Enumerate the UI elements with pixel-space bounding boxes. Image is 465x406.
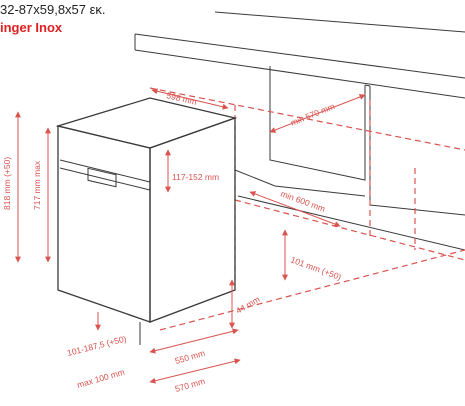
label-max-depth: max 100 mm (76, 367, 126, 390)
adjacent-cabinet (234, 66, 465, 251)
niche-outline (149, 87, 465, 331)
label-plinth-offset: 101 mm (+50) (289, 254, 343, 282)
label-body-height: 717 mm max (32, 160, 42, 210)
label-niche-width: min 600 mm (279, 188, 326, 213)
label-panel-height: 117-152 mm (172, 172, 219, 182)
countertop (134, 11, 465, 99)
label-width-top: 598 mm (166, 90, 198, 107)
dishwasher (55, 97, 238, 345)
label-depth-570: 570 mm (174, 376, 206, 394)
control-display (87, 167, 117, 188)
label-plinth-height: 101-187,5 (+50) (66, 334, 128, 358)
label-total-height: 818 mm (+50) (2, 157, 12, 210)
label-depth-550: 550 mm (174, 348, 206, 366)
label-plinth-gap: 44 mm (234, 294, 262, 316)
header-model: inger Inox (0, 20, 63, 35)
header-dimensions: 32-87x59,8x57 εκ. (0, 2, 106, 17)
